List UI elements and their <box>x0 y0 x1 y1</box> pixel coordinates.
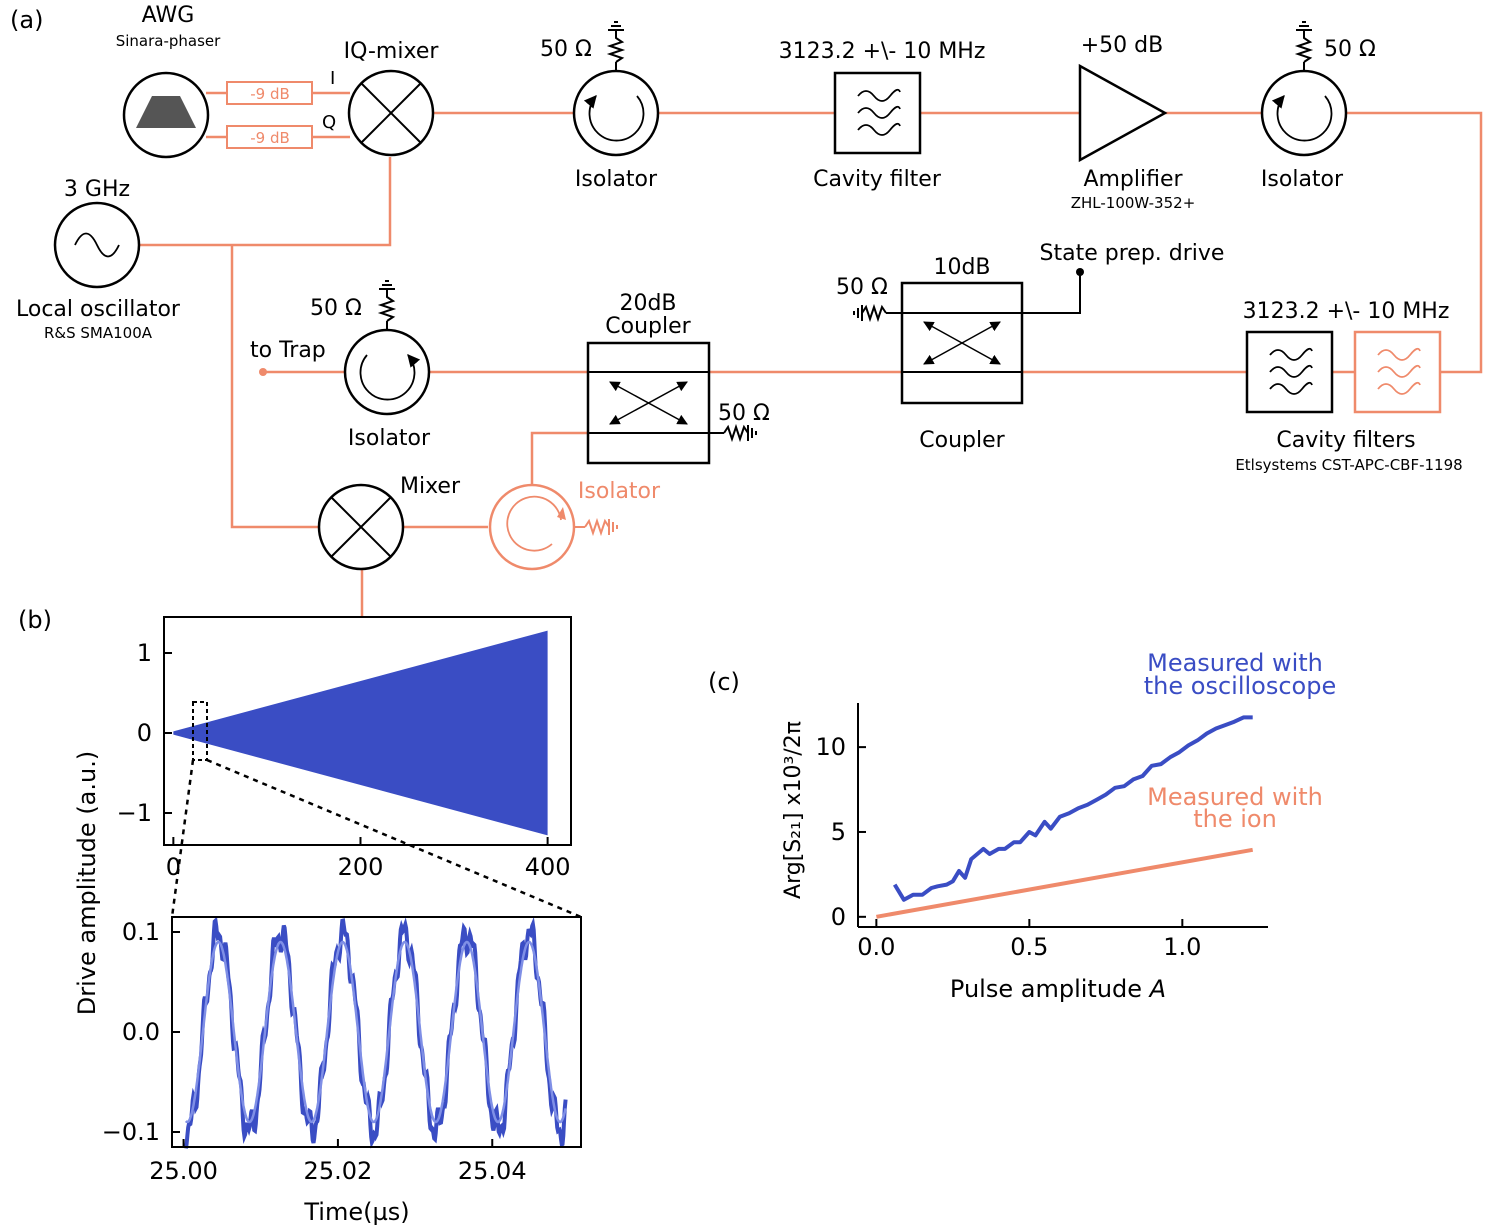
amplifier-gain: +50 dB <box>1081 33 1163 58</box>
filter-2-frequency: 3123.2 +\- 10 MHz <box>1243 299 1450 324</box>
isolator-2-label: Isolator <box>1261 167 1344 192</box>
b-zoom-xtick-label: 25.04 <box>458 1157 527 1185</box>
coupler-10db-label: Coupler <box>919 428 1005 453</box>
local-oscillator <box>53 201 141 289</box>
cavity-filters-label: Cavity filters <box>1276 428 1415 453</box>
b-top-signal-envelope <box>173 630 548 836</box>
attenuator-q-label: -9 dB <box>250 129 290 147</box>
to-trap-label: to Trap <box>250 338 326 363</box>
coupler-20db-value: 20dB <box>619 291 676 316</box>
awg-model: Sinara-phaser <box>116 32 221 50</box>
zoom-box <box>192 701 208 761</box>
iq-mixer <box>347 69 435 157</box>
cavity-filters-model: Etlsystems CST-APC-CBF-1198 <box>1235 456 1462 474</box>
c-ytick-label: 0 <box>831 903 846 931</box>
c-series-ion-line <box>876 847 1254 919</box>
b-top-axes-frame <box>163 616 572 846</box>
b-top-ytick-label: 1 <box>137 639 152 667</box>
awg-title: AWG <box>142 3 195 28</box>
cavity-filter-2 <box>1245 330 1334 414</box>
zoom-connector-left <box>170 759 195 918</box>
c-xtick-label: 0.0 <box>857 933 895 961</box>
coupler-10db-value: 10dB <box>933 255 990 280</box>
b-ylabel: Drive amplitude (a.u.) <box>73 751 101 1015</box>
lo-frequency: 3 GHz <box>64 177 130 202</box>
panel-label-a: (a) <box>10 6 43 34</box>
c-xtick-label: 1.0 <box>1163 933 1201 961</box>
amplifier-label: Amplifier <box>1083 167 1183 192</box>
isolator-3-label: Isolator <box>348 426 431 451</box>
legend-oscilloscope-line2: the oscilloscope <box>1144 672 1336 700</box>
amplifier <box>1078 63 1168 163</box>
b-zoom-ytick-label: 0.0 <box>122 1018 160 1046</box>
b-top-xtick-label: 400 <box>525 853 571 881</box>
ohm-3: 50 Ω <box>836 275 888 300</box>
b-top-ytick-label: 0 <box>137 719 152 747</box>
rf-wires <box>138 91 1483 617</box>
legend-ion-line2: the ion <box>1193 805 1277 833</box>
panel-label-b: (b) <box>18 606 52 634</box>
b-zoom-measured-trace <box>183 916 568 1149</box>
cavity-filter-3 <box>1353 330 1442 414</box>
mixer <box>317 483 405 571</box>
isolator-4 <box>488 483 618 571</box>
iq-mixer-label: IQ-mixer <box>344 39 440 64</box>
coupler-20db <box>586 341 757 465</box>
i-label: I <box>330 68 335 89</box>
attenuator-i <box>226 81 313 105</box>
mixer-label: Mixer <box>400 474 461 499</box>
cavity-filter-1 <box>833 71 922 155</box>
ohm-5: 50 Ω <box>718 401 770 426</box>
coupler-20db-label: Coupler <box>605 314 691 339</box>
c-ytick-label: 10 <box>815 733 846 761</box>
cavity-filter-label: Cavity filter <box>813 167 942 192</box>
ohm-4: 50 Ω <box>310 296 362 321</box>
attenuator-i-label: -9 dB <box>250 85 290 103</box>
isolator-2 <box>1260 21 1348 157</box>
c-ytick-label: 5 <box>831 818 846 846</box>
b-zoom-ytick-label: 0.1 <box>122 918 160 946</box>
legend-ion-line1: Measured with <box>1147 783 1323 811</box>
rf-schematic: AWG Sinara-phaser -9 dB -9 dB I Q IQ-mix… <box>16 3 1483 617</box>
c-xtick-label: 0.5 <box>1010 933 1048 961</box>
b-zoom-xtick-label: 25.02 <box>304 1157 373 1185</box>
b-top-xtick-label: 0 <box>166 853 181 881</box>
b-zoom-ytick-label: −0.1 <box>102 1118 160 1146</box>
coupler-10db <box>853 268 1084 405</box>
legend-oscilloscope-line1: Measured with <box>1147 649 1323 677</box>
b-zoom-xlabel: Time(µs) <box>303 1198 409 1226</box>
amplifier-model: ZHL-100W-352+ <box>1071 194 1196 212</box>
zoom-connector-right <box>206 758 582 919</box>
ohm-1: 50 Ω <box>540 37 592 62</box>
ohm-2: 50 Ω <box>1324 37 1376 62</box>
awg <box>122 71 210 159</box>
lo-name: Local oscillator <box>16 297 181 322</box>
isolator-4-label: Isolator <box>578 479 661 504</box>
panel-label-c: (c) <box>708 668 740 696</box>
isolator-1 <box>572 21 660 157</box>
isolator-1-label: Isolator <box>575 167 658 192</box>
c-ylabel: Arg[S₂₁] x10³/2π <box>781 721 806 899</box>
chart-c: 0.0 0.5 1.0 0 5 10 <box>815 703 1268 961</box>
filter-1-frequency: 3123.2 +\- 10 MHz <box>779 39 986 64</box>
b-top-xtick-label: 200 <box>338 853 384 881</box>
lo-model: R&S SMA100A <box>44 324 153 342</box>
attenuator-q <box>226 125 313 149</box>
chart-b-zoom: 25.00 25.02 25.04 −0.1 0.0 0.1 <box>102 916 582 1185</box>
c-xlabel: Pulse amplitude A <box>950 975 1166 1003</box>
b-zoom-fit-trace <box>184 940 567 1124</box>
chart-b-top: 0 200 400 −1 0 1 <box>117 616 572 881</box>
b-zoom-xtick-label: 25.00 <box>149 1157 218 1185</box>
state-prep-drive: State prep. drive <box>1040 241 1225 266</box>
to-trap-port <box>259 368 267 376</box>
c-series-oscilloscope-line <box>892 715 1253 902</box>
q-label: Q <box>322 112 336 133</box>
b-top-ytick-label: −1 <box>117 799 152 827</box>
isolator-3 <box>343 280 431 416</box>
